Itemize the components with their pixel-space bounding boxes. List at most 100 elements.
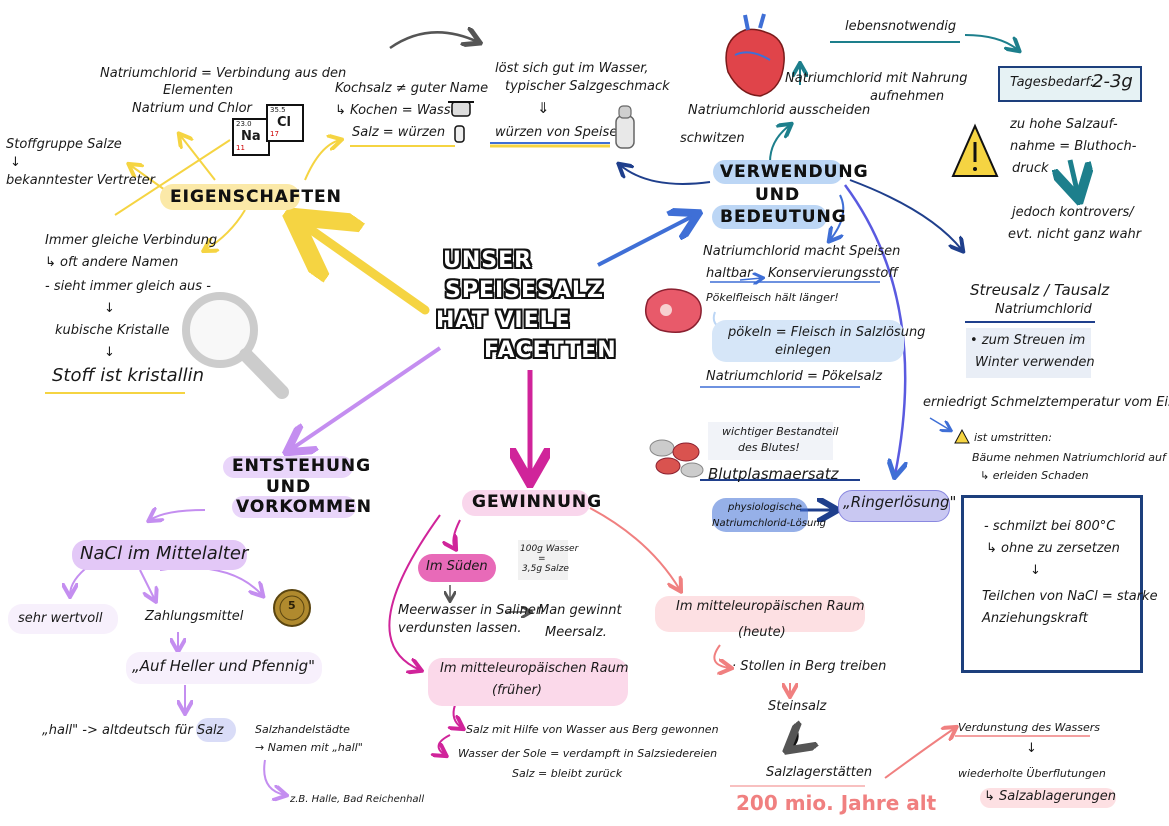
salz-bleibt-zurueck: Salz = bleibt zurück: [512, 767, 623, 780]
anziehungskraft: Anziehungskraft: [982, 611, 1088, 626]
immer-gleiche-verbindung: Immer gleiche Verbindung: [45, 233, 218, 248]
arrow-kristallin: ↓: [104, 345, 115, 360]
verwendung-heading-3: BEDEUTUNG: [720, 207, 847, 227]
nahrung-aufnehmen-1: Natriumchlorid mit Nahrung: [785, 71, 968, 86]
teilchen-nacl: Teilchen von NaCl = starke: [982, 589, 1158, 604]
konservierungsstoff: Konservierungsstoff: [768, 266, 898, 281]
halle-bad-reichenhall: z.B. Halle, Bad Reichenhall: [290, 794, 425, 805]
ringerloesung-pill: [838, 490, 950, 522]
entstehung-heading-3: VORKOMMEN: [236, 497, 372, 517]
poekelfleisch-haelt-laenger: Pökelfleisch hält länger!: [706, 291, 839, 304]
wichtiger-bestandteil: wichtiger Bestandteil: [722, 425, 839, 438]
wertvoll-highlight: [8, 604, 118, 634]
meerwasser-in-salinen: Meerwasser in Salinen: [398, 603, 545, 618]
element-sodium-number: 11: [236, 144, 245, 152]
physiologisch-1: physiologische: [728, 502, 802, 513]
natriumchlorid-definition-1: Natriumchlorid = Verbindung aus den: [100, 66, 347, 81]
sehr-wertvoll: sehr wertvoll: [18, 611, 103, 626]
zu-hohe-salzaufnahme-3: druck: [1012, 161, 1049, 176]
mitteleuropaeisch-heute-1: Im mitteleuropäischen Raum: [676, 599, 865, 614]
kochsalz-guter-name: Kochsalz ≠ guter Name: [335, 81, 489, 96]
man-gewinnt: Man gewinnt: [538, 603, 622, 618]
gewinnung-heading: GEWINNUNG: [472, 492, 603, 512]
element-chlorine-symbol: Cl: [277, 115, 291, 130]
stoffgruppe-text: Stoffgruppe Salze: [6, 137, 122, 152]
meersalz: Meersalz.: [545, 625, 607, 640]
title-line-4: FACETTEN: [484, 338, 617, 363]
gleich-zeichen: =: [538, 554, 546, 564]
gewinnung-highlight: [462, 490, 590, 516]
bestandteil-box: [708, 422, 833, 460]
salzgehalt-box: [518, 540, 568, 580]
streuen-box: [966, 328, 1091, 378]
element-sodium-symbol: Na: [241, 129, 261, 144]
zahlungsmittel: Zahlungsmittel: [145, 609, 244, 624]
sieht-immer-gleich-aus: - sieht immer gleich aus -: [45, 279, 211, 294]
hall-altdeutsch: „hall" -> altdeutsch für Salz: [42, 723, 224, 738]
jedoch-kontrovers: jedoch kontrovers/: [1012, 205, 1134, 220]
stoff-ist-kristallin: Stoff ist kristallin: [52, 365, 205, 386]
evt-nicht-ganz-wahr: evt. nicht ganz wahr: [1008, 227, 1142, 242]
mittel-frueher-box: [428, 658, 628, 706]
streusalz-tausalz: Streusalz / Tausalz: [970, 281, 1110, 299]
arrow-wuerzen: ⇓: [537, 99, 550, 117]
verdunstung-arrow: ↓: [1026, 741, 1037, 756]
salzablagerungen-highlight: [980, 788, 1116, 808]
schmelztemperatur: erniedrigt Schmelztemperatur vom Eis: [923, 395, 1169, 410]
streusalz-natriumchlorid: Natriumchlorid: [995, 302, 1092, 317]
wasser-der-sole: Wasser der Sole = verdampft in Salzsiede…: [458, 747, 718, 760]
natriumchlorid-poekelsalz: Natriumchlorid = Pökelsalz: [706, 369, 883, 384]
typischer-salzgeschmack: typischer Salzgeschmack: [505, 79, 670, 94]
des-blutes: des Blutes!: [738, 441, 800, 454]
kochen-wasser: ↳ Kochen = Wasser: [335, 103, 464, 118]
eigenschaften-heading: EIGENSCHAFTEN: [170, 187, 342, 207]
verdunstung-des-wassers: Verdunstung des Wassers: [958, 721, 1101, 734]
bekanntester-vertreter-text: bekanntester Vertreter: [6, 173, 156, 188]
natriumchlorid-definition-2: Elementen: [163, 83, 234, 98]
tagesbedarf-value: 2-3g: [1092, 71, 1133, 92]
mittel-heute-highlight: [655, 596, 865, 632]
zu-hohe-salzaufnahme-2: nahme = Bluthoch-: [1010, 139, 1137, 154]
element-sodium-tile: 23.0 Na 11: [232, 118, 270, 156]
zum-streuen-2: Winter verwenden: [975, 355, 1095, 370]
zum-streuen-1: • zum Streuen im: [970, 333, 1086, 348]
physiologisch-2: Natriumchlorid-Lösung: [712, 518, 826, 529]
arrow-kubisch: ↓: [104, 301, 115, 316]
nacl-highlight: [72, 540, 247, 570]
natriumchlorid-ausscheiden: Natriumchlorid ausscheiden: [688, 103, 871, 118]
verdunsten-lassen: verdunsten lassen.: [398, 621, 522, 636]
salzlagerstaetten: Salzlagerstätten: [766, 765, 873, 780]
title-line-1: UNSER: [443, 248, 533, 273]
macht-speisen-haltbar-1: Natriumchlorid macht Speisen: [703, 244, 901, 259]
salz-mit-hilfe-von-wasser: Salz mit Hilfe von Wasser aus Berg gewon…: [466, 723, 719, 736]
nahrung-aufnehmen-2: aufnehmen: [870, 89, 945, 104]
mitteleuropaeisch-frueher-1: Im mitteleuropäischen Raum: [440, 661, 629, 676]
verwendung-highlight-2: [712, 205, 827, 229]
blutplasmaersatz: Blutplasmaersatz: [708, 465, 839, 483]
wiederholte-ueberflutungen: wiederholte Überflutungen: [958, 767, 1106, 780]
salzablagerungen: ↳ Salzablagerungen: [984, 789, 1117, 804]
element-chlorine-mass: 35.5: [270, 106, 286, 114]
coin-value: 5: [288, 599, 296, 612]
schmilzt-arrow: ↓: [1030, 563, 1041, 578]
macht-speisen-haltbar-2: haltbar: [706, 266, 753, 281]
loest-sich-gut: löst sich gut im Wasser,: [495, 61, 649, 76]
kubische-kristalle: kubische Kristalle: [55, 323, 170, 338]
ringerloesung: „Ringerlösung": [843, 493, 957, 511]
oft-andere-namen: ↳ oft andere Namen: [45, 255, 179, 270]
verwendung-highlight-1: [713, 160, 843, 184]
tagesbedarf-label: Tagesbedarf:: [1010, 75, 1095, 90]
mitteleuropaeisch-frueher-2: (früher): [492, 683, 542, 698]
baeume-natriumchlorid: Bäume nehmen Natriumchlorid auf: [972, 451, 1166, 464]
stollen-in-berg: · Stollen in Berg treiben: [732, 659, 887, 674]
title-line-3: HAT VIELE: [436, 308, 571, 333]
steinsalz: Steinsalz: [768, 699, 827, 714]
